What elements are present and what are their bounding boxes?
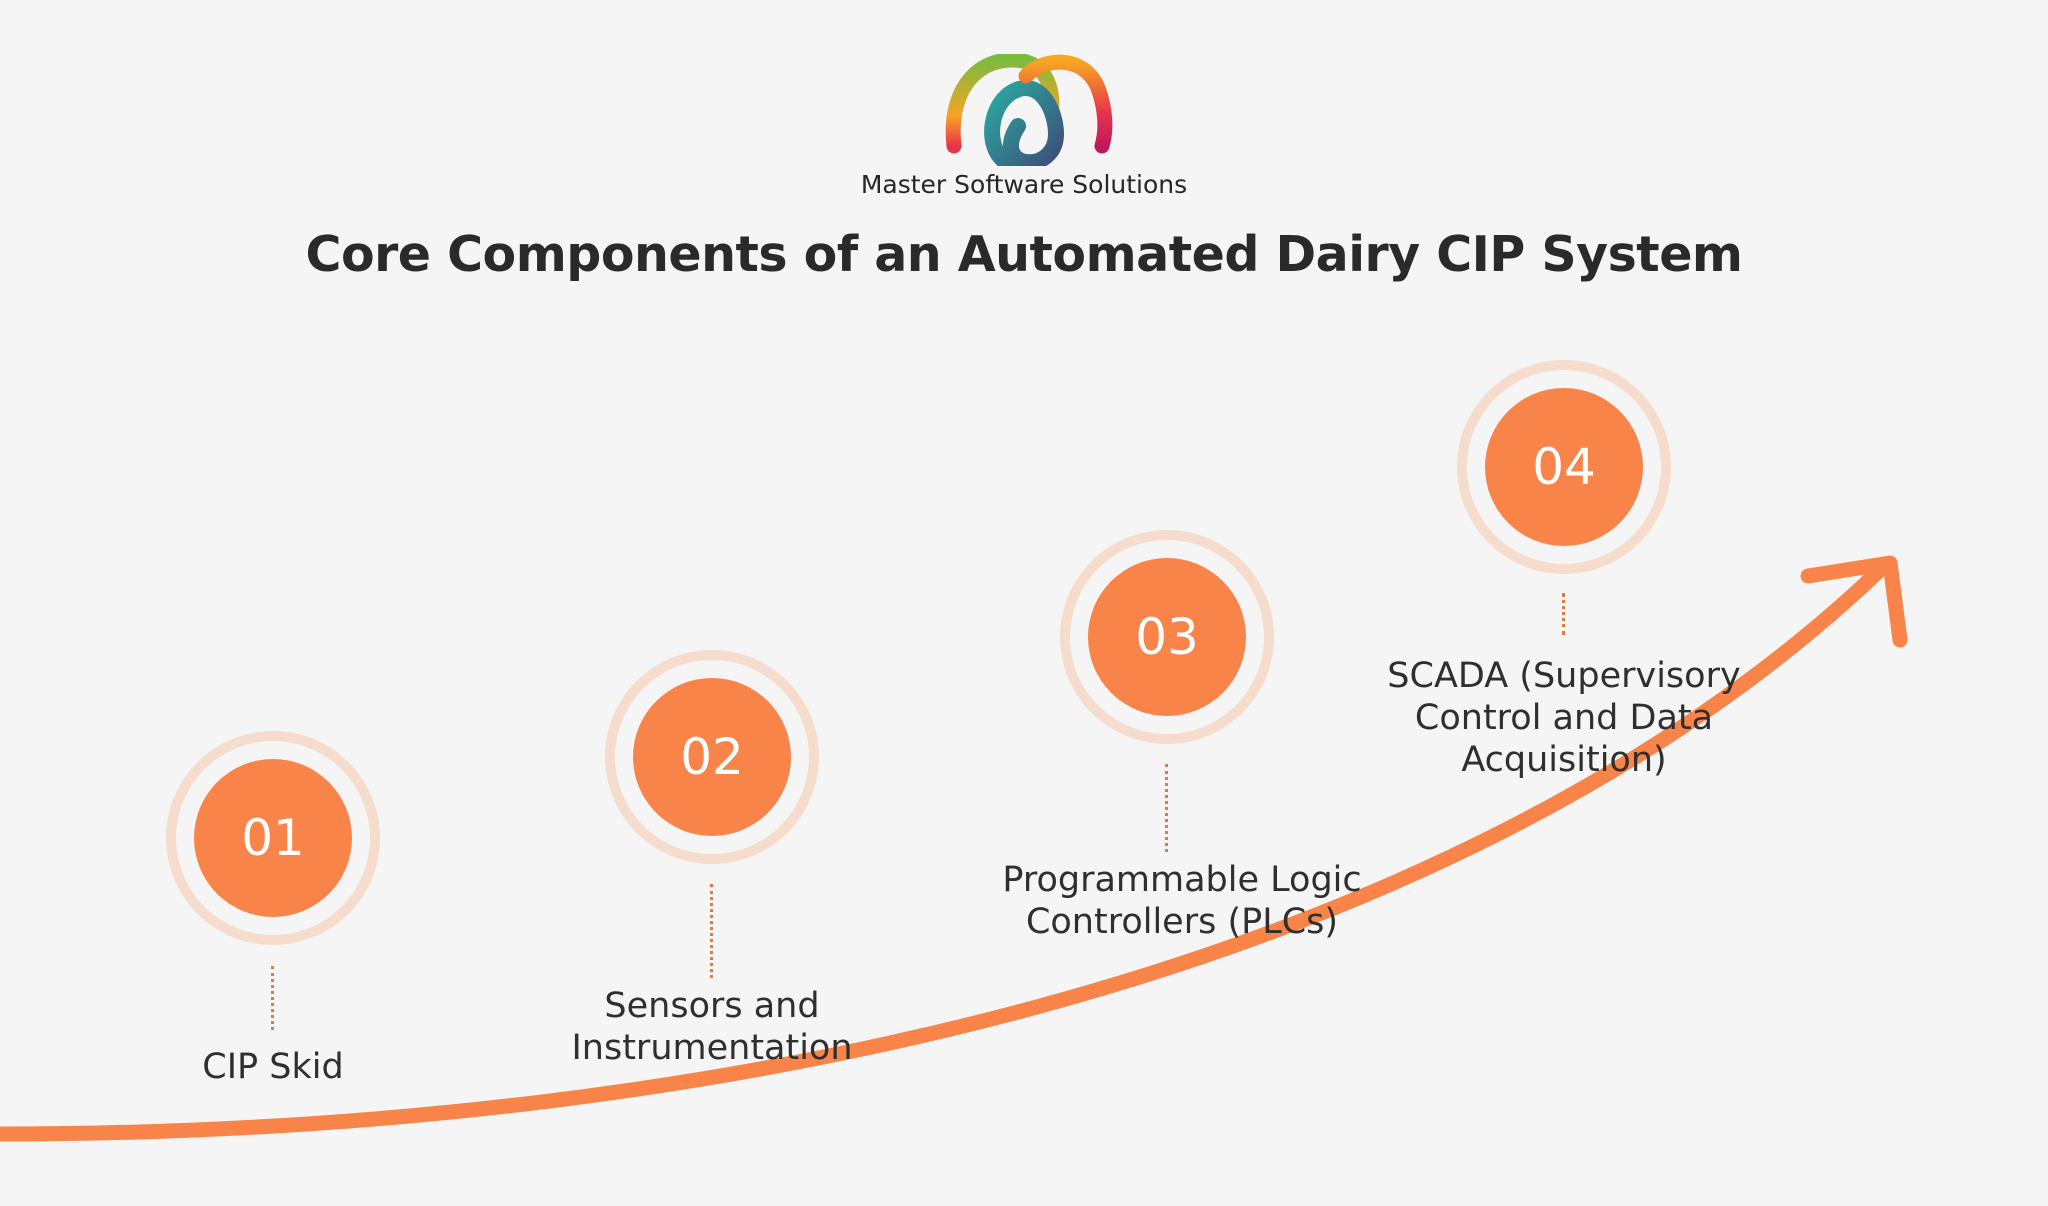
dotted-connector	[1562, 593, 1565, 635]
step-label: CIP Skid	[202, 1047, 344, 1087]
brand-name: Master Software Solutions	[860, 170, 1188, 199]
dotted-connector	[1165, 764, 1168, 852]
dotted-connector	[710, 884, 713, 978]
step-number-badge: 01	[194, 759, 352, 917]
step-number-badge: 04	[1485, 388, 1643, 546]
step-number-badge: 03	[1088, 558, 1246, 716]
arrow-head-icon	[1800, 555, 1908, 648]
page-title: Core Components of an Automated Dairy CI…	[305, 226, 1743, 283]
dotted-connector	[271, 966, 274, 1030]
step-number-badge: 02	[633, 678, 791, 836]
growth-curve	[0, 562, 1888, 1142]
company-logo-icon	[945, 54, 1113, 166]
step-label: SCADA (Supervisory Control and Data Acqu…	[1387, 656, 1741, 780]
step-label: Sensors and Instrumentation	[571, 986, 853, 1068]
step-label: Programmable Logic Controllers (PLCs)	[1002, 860, 1362, 942]
